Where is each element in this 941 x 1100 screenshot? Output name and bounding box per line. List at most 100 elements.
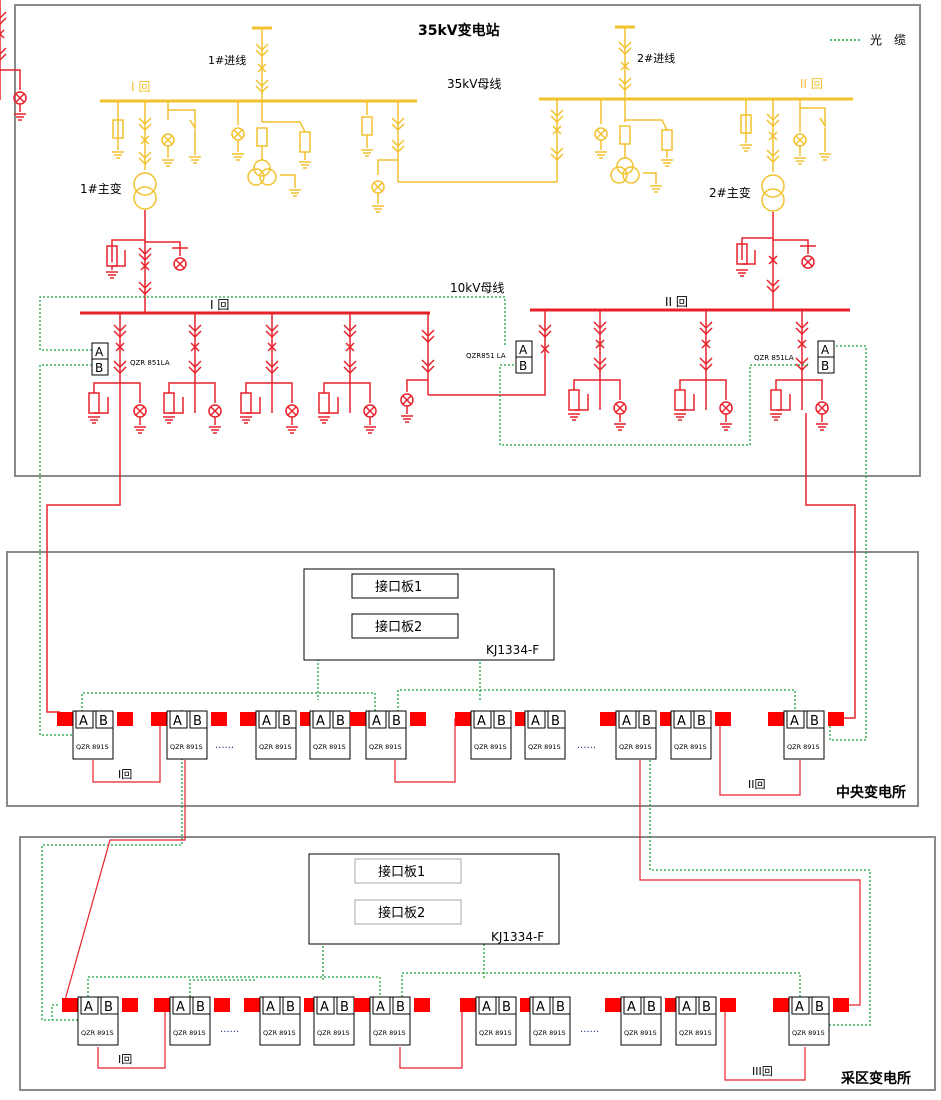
transformer-1-label: 1#主变 bbox=[80, 181, 122, 196]
port-a bbox=[532, 996, 551, 1015]
central-system-label: KJ1334-F bbox=[486, 643, 539, 657]
red-port-right bbox=[828, 712, 844, 726]
red-port-left bbox=[240, 712, 256, 726]
port-b-label: B bbox=[556, 1000, 565, 1015]
central-ellipsis-1: ...... bbox=[215, 740, 234, 751]
bus-10kv-label: 10kV母线 bbox=[450, 281, 504, 295]
port-b bbox=[811, 996, 830, 1015]
red-port-right bbox=[410, 712, 426, 726]
port-b-label: B bbox=[551, 714, 560, 729]
port-a-label: A bbox=[790, 714, 799, 729]
central-title: 中央变电所 bbox=[836, 784, 906, 801]
port-b-label: B bbox=[336, 714, 345, 729]
port-b bbox=[493, 710, 512, 729]
switch-label: QZR 891S bbox=[792, 1029, 825, 1037]
port-a-label: A bbox=[531, 714, 540, 729]
central-loop1: I回 bbox=[118, 768, 132, 781]
red-port-right bbox=[122, 998, 138, 1012]
port-b bbox=[278, 710, 297, 729]
port-b-label: B bbox=[396, 1000, 405, 1015]
port-b-label: B bbox=[697, 714, 706, 729]
switch-label: QZR 891S bbox=[674, 743, 707, 751]
port-a-label: A bbox=[320, 1000, 329, 1015]
switch-label: QZR 891S bbox=[76, 743, 109, 751]
port-a-label: A bbox=[627, 1000, 636, 1015]
switch-label: QZR 891S bbox=[373, 1029, 406, 1037]
port-b bbox=[282, 996, 301, 1015]
switch-label: QZR 891S bbox=[259, 743, 292, 751]
central-loop-wires bbox=[64, 718, 861, 1006]
port-b-label: B bbox=[810, 714, 819, 729]
port-b bbox=[547, 710, 566, 729]
mining-loop1: I回 bbox=[118, 1053, 132, 1066]
switch-label: QZR 891S bbox=[619, 743, 652, 751]
mining-loop2: III回 bbox=[752, 1065, 773, 1078]
port-a-label: A bbox=[477, 714, 486, 729]
port-a-label: A bbox=[173, 714, 182, 729]
legend-label: 光 缆 bbox=[870, 33, 906, 47]
port-b-label: B bbox=[99, 714, 108, 729]
port-a-label: A bbox=[262, 714, 271, 729]
port-b bbox=[392, 996, 411, 1015]
switch-label: QZR 891S bbox=[313, 743, 346, 751]
port-a bbox=[262, 996, 281, 1015]
port-a bbox=[372, 996, 391, 1015]
bus-35kv-section1: I 回 bbox=[131, 80, 150, 94]
port-b bbox=[643, 996, 662, 1015]
red-port-left bbox=[151, 712, 167, 726]
port-b bbox=[806, 710, 825, 729]
port-b-label: B bbox=[647, 1000, 656, 1015]
port-b bbox=[693, 710, 712, 729]
port-b bbox=[388, 710, 407, 729]
port-a bbox=[368, 710, 387, 729]
red-port-right bbox=[211, 712, 227, 726]
frame-mining-substation bbox=[19, 836, 936, 1091]
mining-loop-wires bbox=[97, 1005, 806, 1081]
port-a bbox=[478, 996, 497, 1015]
port-b-label: B bbox=[104, 1000, 113, 1015]
red-port-right bbox=[214, 998, 230, 1012]
port-a bbox=[312, 710, 331, 729]
port-b-label: B bbox=[193, 714, 202, 729]
svg-text:B: B bbox=[821, 359, 829, 373]
svg-text:A: A bbox=[95, 345, 104, 359]
switch-label: QZR 891S bbox=[533, 1029, 566, 1037]
port-b bbox=[192, 996, 211, 1015]
port-a bbox=[316, 996, 335, 1015]
switch-label: QZR 891S bbox=[170, 743, 203, 751]
device-label-mid: QZR851 LA bbox=[466, 352, 506, 360]
switch-label: QZR 891S bbox=[173, 1029, 206, 1037]
port-a bbox=[80, 996, 99, 1015]
transformer-2-label: 2#主变 bbox=[709, 185, 751, 200]
port-a bbox=[172, 996, 191, 1015]
red-port-left bbox=[57, 712, 73, 726]
port-b bbox=[100, 996, 119, 1015]
switch-label: QZR 891S bbox=[528, 743, 561, 751]
port-a-label: A bbox=[682, 1000, 691, 1015]
port-a-label: A bbox=[176, 1000, 185, 1015]
mining-board1-box bbox=[354, 858, 462, 884]
switch-label: QZR 891S bbox=[81, 1029, 114, 1037]
red-port-left bbox=[62, 998, 78, 1012]
port-a-label: A bbox=[482, 1000, 491, 1015]
port-a bbox=[678, 996, 697, 1015]
substation-35kv-title: 35kV变电站 bbox=[418, 22, 500, 39]
port-b-label: B bbox=[286, 1000, 295, 1015]
incoming-line-1-label: 1#进线 bbox=[208, 53, 246, 67]
bus-35kv-label: 35kV母线 bbox=[447, 77, 501, 91]
hv-35kv-network bbox=[100, 25, 853, 216]
central-board2-label: 接口板2 bbox=[375, 619, 422, 635]
central-loop2: II回 bbox=[748, 778, 766, 791]
red-port-left bbox=[354, 998, 370, 1012]
